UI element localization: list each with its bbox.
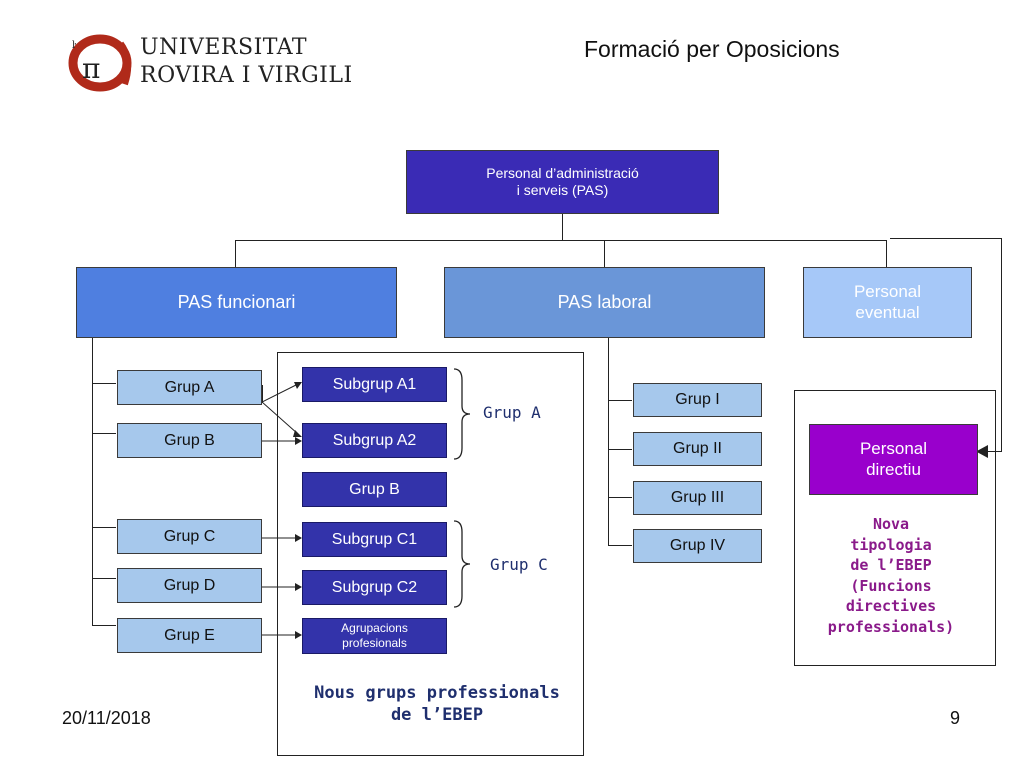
- arrowhead-icon: [976, 445, 988, 458]
- svg-text:ŀ: ŀ: [72, 40, 77, 51]
- agrupacions-line1: Agrupacions: [341, 621, 408, 635]
- connector-line: [92, 338, 93, 626]
- connector-line: [886, 240, 887, 267]
- directiu-line1: Personal: [859, 439, 928, 459]
- connector-line: [92, 625, 116, 626]
- agrupacions-profesionals: Agrupacions profesionals: [302, 618, 447, 654]
- pas-funcionari-node: PAS funcionari: [76, 267, 397, 338]
- funcionari-grup-e: Grup E: [117, 618, 262, 653]
- ebep-caption: Nous grups professionals de l’EBEP: [282, 682, 592, 726]
- arrow-icon: [262, 534, 302, 542]
- personal-eventual-node: Personal eventual: [803, 267, 972, 338]
- directiu-caption-line: tipologia: [850, 535, 932, 554]
- directiu-caption-line: (Funcions: [850, 576, 932, 595]
- connector-line: [986, 451, 1002, 452]
- svg-text:π: π: [82, 52, 100, 85]
- arrow-icon: [262, 631, 302, 639]
- connector-line: [92, 433, 116, 434]
- subgrup-c1: Subgrup C1: [302, 522, 447, 557]
- brace-grup-a-icon: [453, 368, 471, 460]
- laboral-grup-i: Grup I: [633, 383, 762, 417]
- eventual-line1: Personal: [853, 282, 922, 302]
- laboral-grup-ii: Grup II: [633, 432, 762, 466]
- connector-line: [235, 240, 236, 267]
- connector-line: [235, 240, 887, 241]
- connector-line: [608, 338, 609, 546]
- eventual-line2: eventual: [855, 302, 920, 322]
- subgrup-a1: Subgrup A1: [302, 367, 447, 402]
- connector-line: [562, 214, 563, 240]
- slide-date: 20/11/2018: [62, 708, 151, 728]
- brace-label-grup-a: Grup A: [483, 403, 541, 422]
- ebep-caption-line1: Nous grups professionals: [314, 683, 560, 703]
- arrow-icon: [262, 382, 302, 437]
- funcionari-grup-d: Grup D: [117, 568, 262, 603]
- arrow-icon: [262, 437, 302, 445]
- connector-line: [1001, 238, 1002, 452]
- connector-line: [608, 400, 632, 401]
- directiu-caption: Nova tipologia de l’EBEP (Funcions direc…: [800, 514, 982, 637]
- agrupacions-line2: profesionals: [342, 636, 407, 650]
- university-name-line1: UNIVERSITAT: [140, 35, 308, 60]
- connector-line: [92, 527, 116, 528]
- university-name-line2: ROVIRA I VIRGILI: [140, 63, 353, 88]
- root-node-line1: Personal d’administració: [486, 165, 639, 182]
- laboral-grup-iii: Grup III: [633, 481, 762, 515]
- arrow-icon: [262, 583, 302, 591]
- root-node-pas: Personal d’administració i serveis (PAS): [406, 150, 719, 214]
- university-logo: π ŀ: [62, 30, 142, 92]
- university-name: UNIVERSITAT ROVIRA I VIRGILI: [140, 34, 353, 90]
- connector-line: [608, 497, 632, 498]
- directiu-panel: [794, 390, 996, 666]
- brace-grup-c-icon: [453, 520, 471, 608]
- personal-directiu-node: Personal directiu: [809, 424, 978, 495]
- brace-label-grup-c: Grup C: [490, 555, 548, 574]
- directiu-line2: directiu: [866, 459, 921, 479]
- logo-emblem-icon: π ŀ: [68, 34, 132, 92]
- laboral-grup-iv: Grup IV: [633, 529, 762, 563]
- directiu-caption-line: de l’EBEP: [850, 556, 932, 574]
- root-node-line2: i serveis (PAS): [516, 182, 609, 198]
- connector-line: [92, 383, 116, 384]
- ebep-groups-panel: [277, 352, 584, 756]
- ebep-caption-line2: de l’EBEP: [390, 705, 484, 725]
- funcionari-grup-a: Grup A: [117, 370, 262, 405]
- funcionari-grup-c: Grup C: [117, 519, 262, 554]
- slide-title: Formació per Oposicions: [584, 36, 840, 62]
- connector-line: [92, 578, 116, 579]
- funcionari-grup-b: Grup B: [117, 423, 262, 458]
- directiu-caption-line: professionals): [827, 617, 955, 636]
- pas-laboral-node: PAS laboral: [444, 267, 765, 338]
- subgrup-a2: Subgrup A2: [302, 423, 447, 458]
- connector-line: [608, 449, 632, 450]
- directiu-caption-line: directives: [845, 597, 937, 615]
- subgrup-c2: Subgrup C2: [302, 570, 447, 605]
- connector-line: [604, 240, 605, 267]
- connector-line: [608, 545, 632, 546]
- connector-line: [890, 238, 1002, 239]
- subgrup-b: Grup B: [302, 472, 447, 507]
- slide-page-number: 9: [950, 708, 961, 728]
- connector-line: [262, 385, 263, 403]
- directiu-caption-line: Nova: [872, 515, 910, 533]
